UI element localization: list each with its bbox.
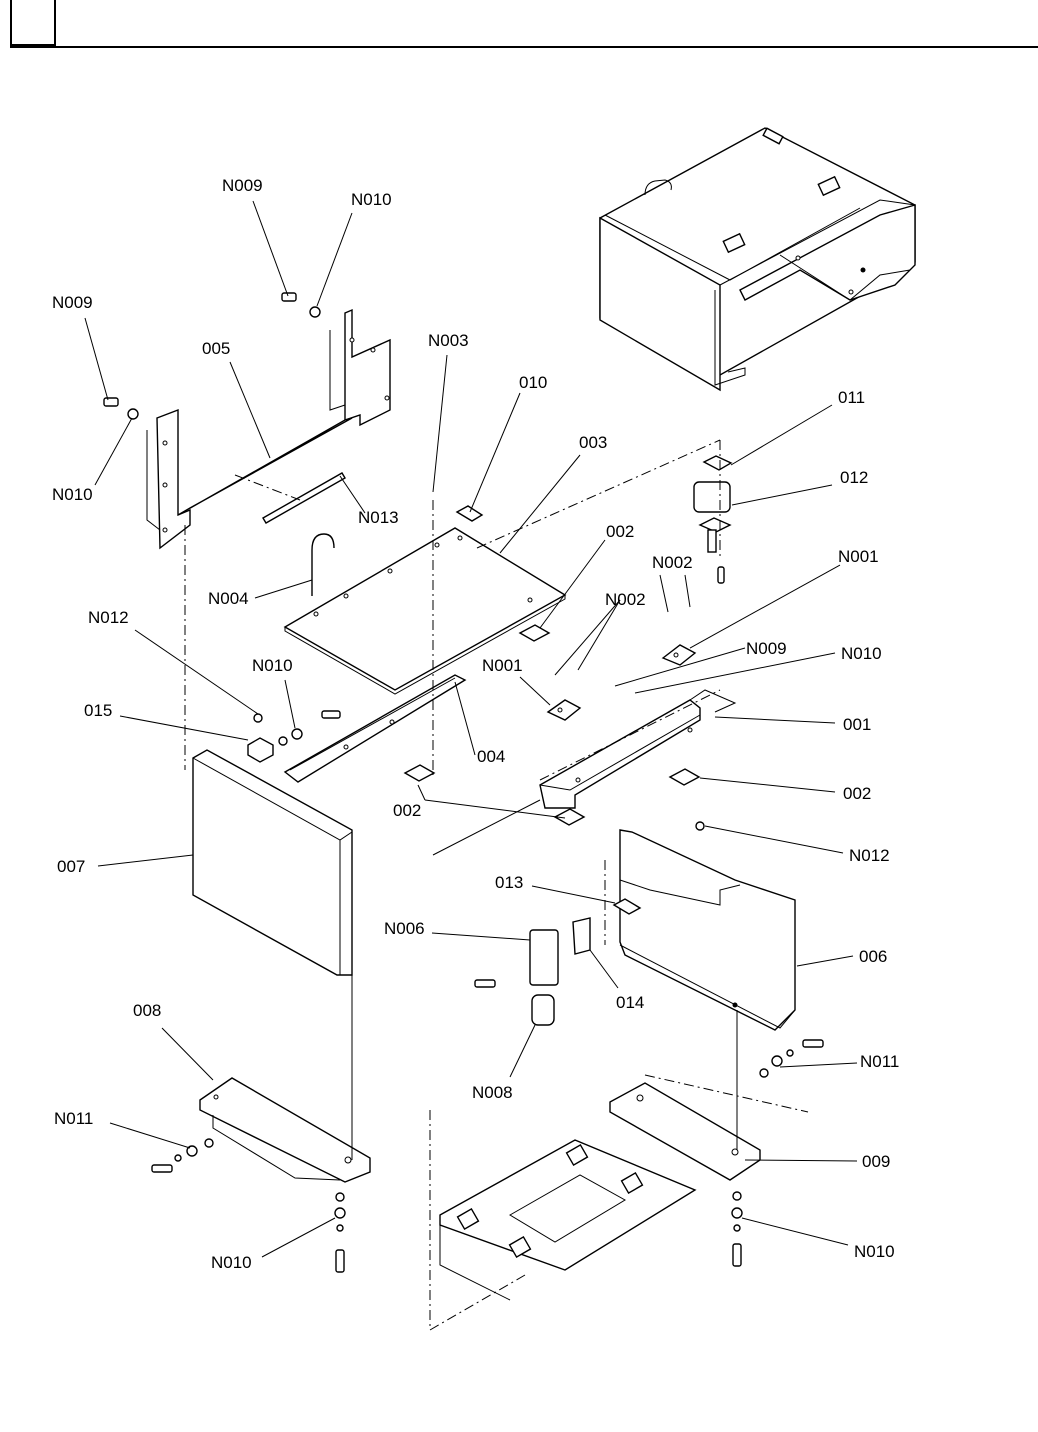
label-013: 013 — [495, 873, 523, 892]
label-015: 015 — [84, 701, 112, 720]
label-002-b: 002 — [393, 801, 421, 820]
part-013-pad — [612, 898, 642, 915]
part-labels: N009 N010 N009 005 N003 010 011 003 012 … — [52, 176, 899, 1272]
label-n009-left: N009 — [52, 293, 93, 312]
base-frame — [439, 1139, 697, 1301]
header-rule — [10, 46, 1038, 48]
part-n001-hinge-a — [546, 699, 582, 721]
fastener-n009-top — [281, 292, 321, 318]
part-005-bracket — [146, 308, 391, 550]
part-002-pad-b — [403, 764, 436, 782]
label-n010-botright: N010 — [854, 1242, 895, 1261]
label-010: 010 — [519, 373, 547, 392]
part-n004-handle — [311, 533, 335, 596]
fastener-n011-left — [151, 1138, 214, 1173]
label-008: 008 — [133, 1001, 161, 1020]
label-n010-midleft: N010 — [252, 656, 293, 675]
part-007-panel — [192, 749, 353, 976]
page-number-box — [10, 0, 56, 46]
label-004: 004 — [477, 747, 505, 766]
part-015-bracket — [247, 737, 274, 763]
part-n001-hinge-b — [661, 644, 697, 666]
label-n010-left: N010 — [52, 485, 93, 504]
label-n008: N008 — [472, 1083, 513, 1102]
part-012-latch — [693, 481, 732, 584]
label-007: 007 — [57, 857, 85, 876]
centerline — [234, 474, 301, 501]
part-008-bracket — [199, 1077, 371, 1183]
part-002-pad-a — [518, 624, 551, 642]
part-002-pad-c — [668, 768, 701, 786]
fastener-n011-right — [759, 1039, 824, 1078]
label-014: 014 — [616, 993, 644, 1012]
label-n002-b: N002 — [605, 590, 646, 609]
fastener-stack-left — [334, 1192, 346, 1273]
fastener-n009-left — [103, 397, 139, 420]
label-n003: N003 — [428, 331, 469, 350]
label-001: 001 — [843, 715, 871, 734]
assembled-unit — [599, 127, 916, 392]
part-n006-switch — [529, 929, 559, 986]
label-n012-left: N012 — [88, 608, 129, 627]
part-n012-pin-left — [253, 713, 263, 723]
part-n013-rail — [262, 472, 346, 524]
part-006-tray — [619, 829, 796, 1031]
leader-lines — [84, 200, 858, 1258]
part-n010-washer-midleft — [291, 728, 303, 740]
part-002-pad-d — [553, 808, 586, 826]
label-009: 009 — [862, 1152, 890, 1171]
part-011-plate — [702, 455, 733, 471]
label-n010-mid: N010 — [841, 644, 882, 663]
label-n012-right: N012 — [849, 846, 890, 865]
label-n009-top: N009 — [222, 176, 263, 195]
label-003: 003 — [579, 433, 607, 452]
label-n009-mid: N009 — [746, 639, 787, 658]
label-n010-top: N010 — [351, 190, 392, 209]
label-011: 011 — [838, 388, 865, 407]
part-n008-gland — [531, 994, 555, 1026]
label-n011-left: N011 — [54, 1109, 93, 1128]
label-n010-botleft: N010 — [211, 1253, 252, 1272]
label-002-a: 002 — [606, 522, 634, 541]
part-003-plate — [283, 527, 567, 695]
label-n004: N004 — [208, 589, 249, 608]
label-n013: N013 — [358, 508, 399, 527]
label-n011-right: N011 — [860, 1052, 899, 1071]
part-010-pad — [455, 505, 484, 522]
label-n001-a: N001 — [482, 656, 523, 675]
label-n002-a: N002 — [652, 553, 693, 572]
label-006: 006 — [859, 947, 887, 966]
part-n012-pin-right — [695, 821, 705, 831]
label-012: 012 — [840, 468, 868, 487]
part-001-beam — [539, 689, 737, 809]
label-002-c: 002 — [843, 784, 871, 803]
assembly-centerlines — [184, 439, 809, 1331]
fastener-stack-right — [731, 1191, 743, 1267]
label-n006: N006 — [384, 919, 425, 938]
label-n001-b: N001 — [838, 547, 879, 566]
part-004-rail — [283, 674, 467, 783]
label-005: 005 — [202, 339, 230, 358]
part-014-bracket — [572, 917, 591, 955]
